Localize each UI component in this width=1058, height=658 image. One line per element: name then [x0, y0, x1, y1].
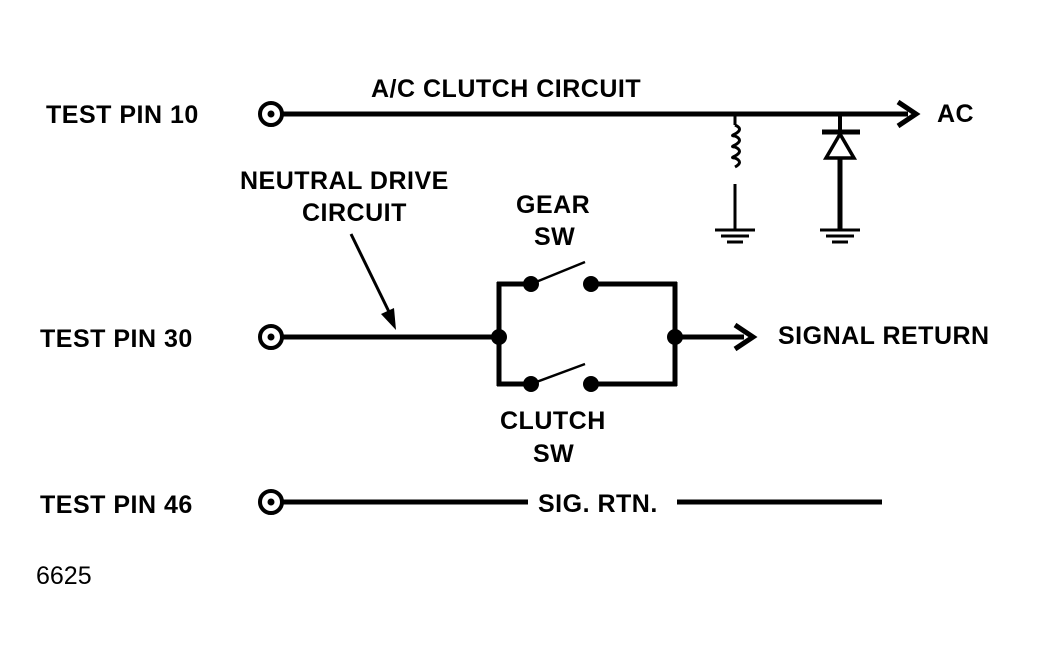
clutch-switch-label-line2: SW — [533, 440, 574, 468]
ac-label: AC — [937, 100, 974, 128]
gear-switch-label-line1: GEAR — [516, 191, 590, 219]
signal-return-arrow-icon — [733, 322, 758, 352]
coil-inductor-icon — [731, 114, 741, 230]
test-pin-46-terminal — [258, 489, 284, 515]
diode-icon — [822, 114, 860, 230]
gear-switch-icon — [523, 260, 599, 292]
gear-switch-label-line2: SW — [534, 223, 575, 251]
ac-clutch-circuit-label: A/C CLUTCH CIRCUIT — [371, 75, 641, 103]
clutch-switch-icon — [523, 362, 599, 392]
ground-icon — [715, 228, 755, 244]
signal-return-label: SIGNAL RETURN — [778, 322, 990, 350]
test-pin-10-terminal — [258, 101, 284, 127]
ground-icon — [820, 228, 860, 244]
figure-number: 6625 — [36, 562, 92, 590]
sig-rtn-label: SIG. RTN. — [538, 490, 658, 518]
test-pin-30-label: TEST PIN 30 — [40, 325, 193, 353]
ac-arrow-icon — [896, 99, 921, 129]
test-pin-10-label: TEST PIN 10 — [46, 101, 199, 129]
test-pin-30-terminal — [258, 324, 284, 350]
switch-network — [491, 281, 683, 387]
test-pin-46-label: TEST PIN 46 — [40, 491, 193, 519]
neutral-drive-label-line2: CIRCUIT — [302, 199, 407, 227]
pointer-arrow-icon — [349, 233, 396, 330]
clutch-switch-label-line1: CLUTCH — [500, 407, 606, 435]
neutral-drive-label-line1: NEUTRAL DRIVE — [240, 167, 449, 195]
